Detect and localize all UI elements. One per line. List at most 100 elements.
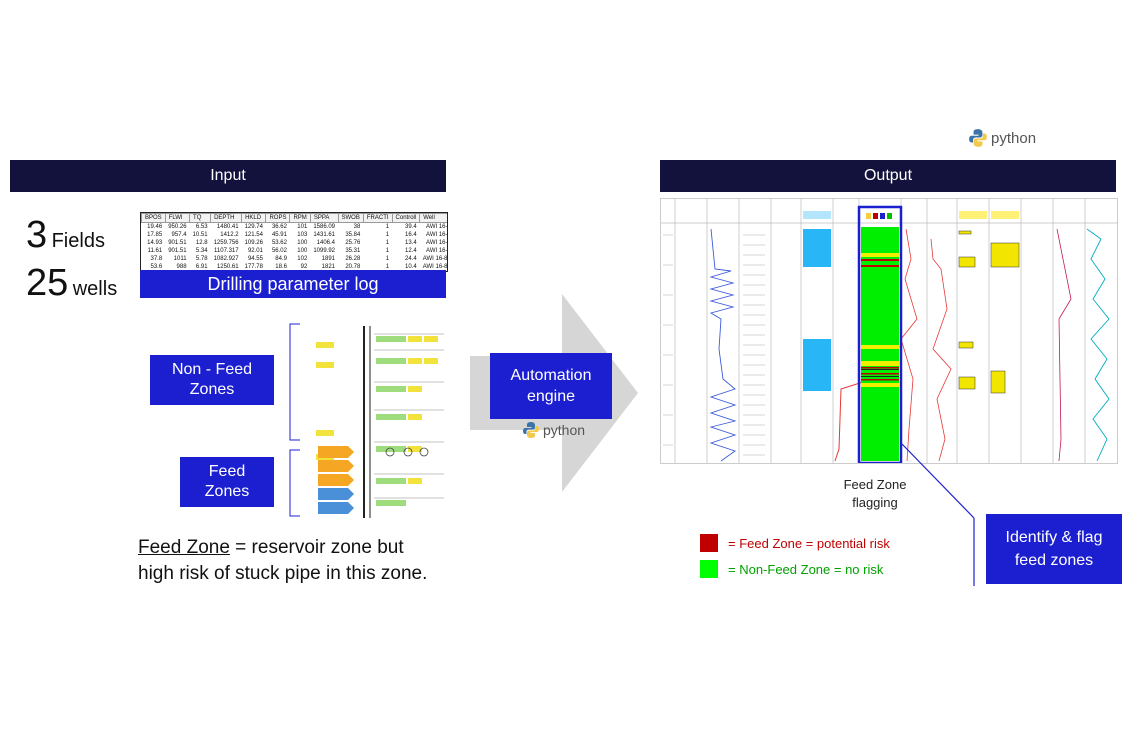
well-schematic-drawing [304, 322, 446, 518]
table-cell: 17.85 [147, 232, 163, 238]
table-cell: 26.28 [345, 256, 361, 262]
feed-zone-flagging-caption: Feed Zone flagging [843, 477, 907, 510]
table-cell: 109.26 [244, 240, 263, 246]
legend-swatch-feed [700, 534, 718, 552]
table-cell: 1586.09 [313, 224, 336, 230]
table-header-cell: Well [419, 213, 447, 223]
table-cell: 102 [297, 256, 308, 262]
legend-item-feed: = Feed Zone = potential risk [700, 534, 890, 552]
table-cell: 101 [297, 224, 308, 230]
callout-connector [901, 443, 975, 586]
well-log-panel [660, 198, 1118, 465]
python-text-output: python [991, 129, 1037, 147]
fields-count: 3 [26, 214, 48, 256]
table-header-cell: HKLD [241, 213, 267, 223]
table-cell: 16.4 [405, 232, 417, 238]
wells-label: wells [72, 278, 118, 300]
table-cell: AWI 16-8 I [422, 264, 448, 270]
table-cell: 1250.61 [216, 264, 239, 270]
table-cell: 1891 [321, 256, 336, 262]
table-header-cell: FRACTI [362, 213, 393, 223]
table-header-cell: ROPS [265, 213, 291, 223]
table-cell: 1412.2 [220, 232, 239, 238]
automation-engine-label: Automation engine [490, 353, 612, 419]
python-text-center: python [543, 422, 586, 438]
table-cell: 988 [176, 264, 187, 270]
wells-count-group: 25 wells [26, 262, 117, 305]
table-cell: 92.01 [247, 248, 263, 254]
table-cell: AWI 16-9 [426, 248, 448, 254]
fields-label: Fields [51, 230, 105, 252]
table-cell: 1480.41 [216, 224, 239, 230]
table-cell: 5.34 [195, 248, 208, 254]
table-cell: 12.8 [195, 240, 208, 246]
table-cell: 37.8 [150, 256, 163, 262]
table-cell: 6.53 [195, 224, 208, 230]
table-cell: 1 [385, 248, 390, 254]
table-cell: 92 [300, 264, 308, 270]
legend-swatch-non-feed [700, 560, 718, 578]
table-cell: 1011 [173, 256, 187, 262]
table-cell: 1 [385, 224, 390, 230]
table-cell: 56.02 [271, 248, 287, 254]
table-cell: 25.76 [345, 240, 361, 246]
feed-zone-definition: Feed Zone = reservoir zone but high risk… [138, 535, 427, 587]
well-schematic [304, 322, 446, 518]
output-header: Output [660, 160, 1116, 192]
table-cell: 20.78 [345, 264, 361, 270]
table-cell: 19.46 [147, 224, 163, 230]
table-cell: 1406.4 [316, 240, 336, 246]
table-header-cell: RPM [289, 213, 311, 223]
wells-count: 25 [26, 262, 69, 304]
table-cell: 957.4 [171, 232, 187, 238]
table-header-cell: TQ [189, 213, 212, 223]
table-cell: 24.4 [405, 256, 417, 262]
table-cell: 1431.61 [313, 232, 336, 238]
table-cell: 1 [385, 232, 390, 238]
table-cell: 38 [353, 224, 361, 230]
table-cell: 6.91 [195, 264, 208, 270]
table-cell: 1 [385, 264, 390, 270]
table-cell: 39.4 [405, 224, 417, 230]
table-cell: 84.9 [275, 256, 287, 262]
table-header-cell: FLWI [164, 213, 191, 223]
table-cell: 129.74 [244, 224, 263, 230]
python-logo-output: python [968, 128, 1036, 148]
table-cell: 100 [297, 248, 308, 254]
zone-brackets [289, 323, 300, 517]
table-cell: 18.6 [275, 264, 287, 270]
table-cell: 53.62 [271, 240, 287, 246]
table-cell: 94.55 [247, 256, 263, 262]
table-cell: 11.61 [147, 248, 163, 254]
legend-text-feed: = Feed Zone = potential risk [728, 535, 890, 551]
table-cell: AWI 16-8 I [422, 256, 448, 262]
table-cell: 1259.756 [213, 240, 239, 246]
table-header-cell: BPOS [141, 213, 166, 223]
table-cell: 1 [385, 240, 390, 246]
table-cell: AWI 16-9 [426, 224, 448, 230]
table-cell: 1 [385, 256, 390, 262]
table-cell: 901.51 [168, 240, 187, 246]
table-cell: 103 [297, 232, 308, 238]
table-header-cell: SWOB [337, 213, 364, 223]
non-feed-zones-label: Non - Feed Zones [150, 355, 274, 405]
input-header: Input [10, 160, 446, 192]
table-header-cell: Controll [391, 213, 421, 223]
table-cell: 10.51 [192, 232, 208, 238]
fields-count-group: 3 Fields [26, 214, 105, 257]
table-cell: 1099.92 [313, 248, 336, 254]
table-cell: 1082.927 [213, 256, 239, 262]
table-header-cell: SPPA [309, 213, 339, 223]
identify-flag-callout: Identify & flag feed zones [986, 514, 1122, 584]
table-cell: 14.93 [147, 240, 163, 246]
legend: = Feed Zone = potential risk = Non-Feed … [700, 534, 890, 578]
